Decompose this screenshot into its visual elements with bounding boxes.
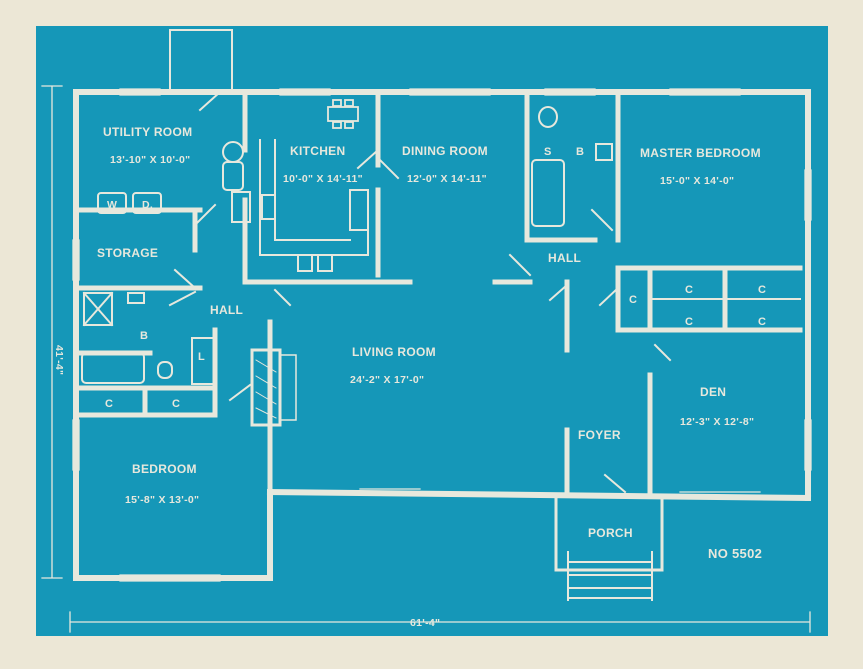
window: [544, 88, 596, 96]
closet-label: C: [758, 316, 766, 328]
den-size: 12'-3" X 12'-8": [680, 416, 754, 428]
refrigerator: [231, 191, 251, 223]
door: [548, 283, 569, 302]
bathtub: [81, 352, 145, 384]
window: [119, 88, 161, 96]
range: [349, 189, 369, 231]
wall-bottom-right: [266, 488, 812, 502]
bath-left: [81, 291, 215, 385]
door: [228, 383, 252, 402]
bath-right: [531, 106, 613, 227]
storage-label: STORAGE: [97, 246, 158, 260]
dining-room-size: 12'-0" X 14'-11": [407, 173, 487, 185]
window: [804, 419, 812, 471]
door: [653, 343, 672, 362]
window: [804, 169, 812, 221]
dryer: [132, 192, 162, 214]
closet-label: C: [105, 398, 113, 410]
window: [279, 88, 331, 96]
kitchen-counters: [231, 139, 369, 272]
bath-left-label: B: [140, 330, 148, 342]
door: [598, 286, 620, 307]
water-heater: [222, 141, 244, 163]
door: [173, 268, 197, 290]
dining-room-label: DINING ROOM: [402, 144, 488, 158]
bath-right-label: B: [576, 146, 584, 158]
closet-label: C: [685, 316, 693, 328]
door: [508, 253, 532, 277]
dinette-table: [327, 99, 359, 129]
shower-label: S: [544, 146, 552, 158]
washer: [97, 192, 127, 214]
window: [72, 239, 80, 281]
dimension-lines: [41, 85, 811, 633]
living-room-label: LIVING ROOM: [352, 345, 436, 359]
depth-dimension-line: [41, 85, 63, 579]
window: [669, 88, 741, 96]
bathtub: [531, 159, 565, 227]
door-swings: [168, 90, 672, 494]
hall-label-left: HALL: [210, 303, 243, 317]
window: [72, 419, 80, 471]
window: [409, 88, 491, 96]
dryer-label: D.: [142, 199, 153, 211]
toilet: [538, 106, 558, 128]
door: [376, 156, 400, 180]
door: [193, 203, 217, 227]
window: [359, 488, 421, 496]
porch-label: PORCH: [588, 526, 633, 540]
washer-label: W: [107, 199, 117, 211]
porch: [554, 496, 664, 601]
kitchen-label: KITCHEN: [290, 144, 345, 158]
master-bedroom-size: 15'-0" X 14'-0": [660, 175, 734, 187]
linen-closet: [191, 337, 215, 385]
master-bedroom-label: MASTER BEDROOM: [640, 146, 761, 160]
fireplace: [250, 348, 297, 427]
utility-room-size: 13'-10" X 10'-0": [110, 154, 190, 166]
sink: [261, 194, 276, 220]
lavatory: [595, 143, 613, 161]
rear-canopy: [169, 29, 233, 89]
living-room-size: 24'-2" X 17'-0": [350, 374, 424, 386]
door: [603, 473, 627, 494]
door: [168, 290, 197, 307]
hall-label-right: HALL: [548, 251, 581, 265]
laundry: [97, 141, 244, 214]
shower-stall: [82, 291, 114, 327]
width-dimension: 61'-4": [410, 617, 440, 629]
width-dimension-line: [69, 611, 811, 633]
bedroom-label: BEDROOM: [132, 462, 197, 476]
utility-room-label: UTILITY ROOM: [103, 125, 192, 139]
exterior-walls: [73, 89, 812, 581]
linen-label: L: [198, 351, 205, 363]
closet-label: C: [685, 284, 693, 296]
door: [273, 288, 292, 307]
depth-dimension: 41'-4": [53, 345, 65, 375]
window: [679, 491, 761, 499]
door: [356, 148, 380, 170]
kitchen-size: 10'-0" X 14'-11": [283, 173, 363, 185]
window: [119, 574, 221, 582]
closet-label: C: [629, 294, 637, 306]
bedroom-size: 15'-8" X 13'-0": [125, 494, 199, 506]
stool: [317, 254, 333, 272]
closet-label: C: [172, 398, 180, 410]
plan-number: NO 5502: [708, 546, 762, 561]
lavatory: [127, 292, 145, 304]
foyer-label: FOYER: [578, 428, 621, 442]
stool: [297, 254, 313, 272]
closet-label: C: [758, 284, 766, 296]
toilet: [157, 361, 173, 379]
windows: [72, 88, 812, 582]
den-label: DEN: [700, 385, 726, 399]
door: [198, 90, 222, 112]
door: [590, 208, 614, 232]
